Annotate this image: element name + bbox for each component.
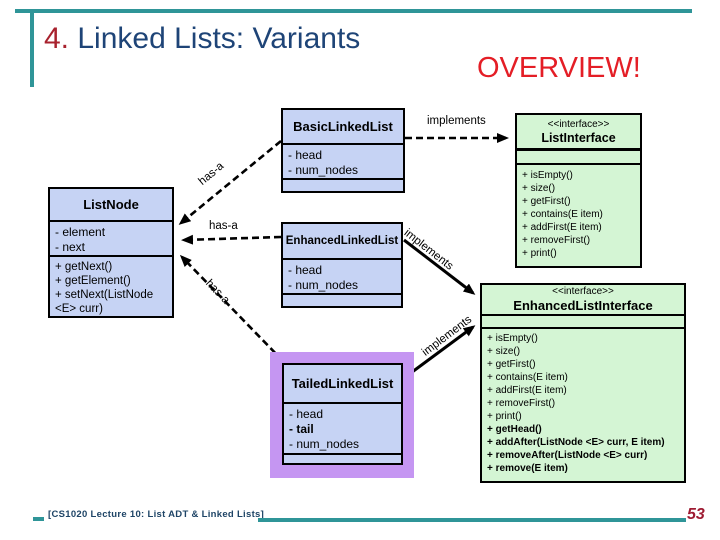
top-accent-rule xyxy=(15,9,692,13)
text-line: + addFirst(E item) xyxy=(487,385,567,396)
text-line: + getElement() xyxy=(55,275,131,287)
text-line: + removeFirst() xyxy=(487,398,556,409)
interface-title-listinterface: <<interface>> ListInterface xyxy=(517,115,640,151)
text-line: - num_nodes xyxy=(288,278,359,292)
text-line: + removeAfter(ListNode <E> curr) xyxy=(487,450,648,461)
interface-attributes-empty-listinterface xyxy=(517,151,640,165)
class-box-tailedlinkedlist: TailedLinkedList - head- tail- num_nodes xyxy=(282,363,403,465)
overview-callout: OVERVIEW! xyxy=(477,52,641,84)
class-attributes-listnode: - element- next xyxy=(50,222,172,257)
text-line: + size() xyxy=(522,183,556,194)
text-line: <E> curr) xyxy=(55,303,103,315)
implements-label-enhanced: implements xyxy=(401,227,456,273)
class-box-basiclinkedlist: BasicLinkedList - head- num_nodes xyxy=(281,108,405,193)
text-line: + addFirst(E item) xyxy=(522,222,602,233)
text-line: + removeFirst() xyxy=(522,235,591,246)
text-line: + setNext(ListNode xyxy=(55,289,154,301)
text-line: + getHead() xyxy=(487,424,542,435)
interface-stereotype-listinterface: <<interface>> xyxy=(547,119,610,130)
class-methods-empty-tailedlinkedlist xyxy=(284,455,401,463)
interface-name-listinterface: ListInterface xyxy=(541,131,616,145)
class-attributes-basiclinkedlist: - head- num_nodes xyxy=(283,145,403,180)
text-line: + getFirst() xyxy=(487,359,536,370)
footer-accent-dash xyxy=(33,517,44,521)
text-line: + contains(E item) xyxy=(522,209,603,220)
class-methods-listnode: + getNext() + getElement() + setNext(ListN… xyxy=(50,257,172,316)
interface-attributes-empty-enhancedlistinterface xyxy=(482,316,684,329)
text-line: + size() xyxy=(487,346,521,357)
text-line: - element xyxy=(55,225,106,239)
class-name-listnode: ListNode xyxy=(50,189,172,222)
has-a-label-tailed: has-a xyxy=(203,277,232,307)
footer-text: [CS1020 Lecture 10: List ADT & Linked Li… xyxy=(48,509,265,520)
text-line: + addAfter(ListNode <E> curr, E item) xyxy=(487,437,665,448)
title-text: Linked Lists: Variants xyxy=(77,22,361,55)
has-a-arrow-basic xyxy=(178,139,282,225)
text-line: + isEmpty() xyxy=(522,170,573,181)
class-name-basiclinkedlist: BasicLinkedList xyxy=(283,110,403,145)
class-attributes-enhancedlinkedlist: - head- num_nodes xyxy=(283,260,401,295)
interface-stereotype-enhancedlistinterface: <<interface>> xyxy=(552,286,614,297)
text-line: + remove(E item) xyxy=(487,463,568,474)
text-line: - head xyxy=(289,407,324,421)
interface-title-enhancedlistinterface: <<interface>> EnhancedListInterface xyxy=(482,285,684,316)
class-methods-empty-enhancedlinkedlist xyxy=(283,295,401,306)
class-box-enhancedlinkedlist: EnhancedLinkedList - head- num_nodes xyxy=(281,222,403,308)
has-a-label-enhanced: has-a xyxy=(209,220,238,232)
text-line: - num_nodes xyxy=(289,437,360,451)
class-name-tailedlinkedlist: TailedLinkedList xyxy=(284,365,401,404)
class-name-enhancedlinkedlist: EnhancedLinkedList xyxy=(283,224,401,260)
text-line: + getNext() xyxy=(55,261,113,273)
implements-arrow-enhanced xyxy=(403,238,476,295)
title-accent-bar xyxy=(30,11,34,87)
has-a-arrow-tailed xyxy=(179,254,284,362)
has-a-label-basic: has-a xyxy=(196,160,227,188)
text-line: - tail xyxy=(289,422,314,436)
implements-label-tailed: implements xyxy=(420,313,475,359)
title-number: 4. xyxy=(44,22,78,55)
class-box-listnode: ListNode - element- next + getNext()+ ge… xyxy=(48,187,174,318)
text-line: + contains(E item) xyxy=(487,372,568,383)
text-line: + getFirst() xyxy=(522,196,571,207)
class-attributes-tailedlinkedlist: - head- tail- num_nodes xyxy=(284,404,401,455)
text-line: + print() xyxy=(522,248,557,259)
implements-label-basic: implements xyxy=(427,115,486,127)
interface-box-listinterface: <<interface>> ListInterface + isEmpty()+… xyxy=(515,113,642,268)
page-number: 53 xyxy=(687,506,705,523)
text-line: - next xyxy=(55,240,86,254)
interface-box-enhancedlistinterface: <<interface>> EnhancedListInterface + is… xyxy=(480,283,686,483)
page-title: 4. Linked Lists: Variants xyxy=(44,20,360,58)
text-line: - head xyxy=(288,263,323,277)
text-line: + print() xyxy=(487,411,522,422)
interface-methods-listinterface: + isEmpty() + size() + getFirst() + contain… xyxy=(517,165,640,266)
interface-methods-enhancedlistinterface: + isEmpty() + size() + getFirst() + contain… xyxy=(482,329,684,481)
has-a-arrow-enhanced xyxy=(181,234,282,245)
text-line: - num_nodes xyxy=(288,163,359,177)
text-line: - head xyxy=(288,148,323,162)
text-line: + isEmpty() xyxy=(487,333,538,344)
class-methods-empty-basiclinkedlist xyxy=(283,180,403,191)
footer-accent-rule xyxy=(258,518,686,522)
interface-name-enhancedlistinterface: EnhancedListInterface xyxy=(513,298,653,313)
